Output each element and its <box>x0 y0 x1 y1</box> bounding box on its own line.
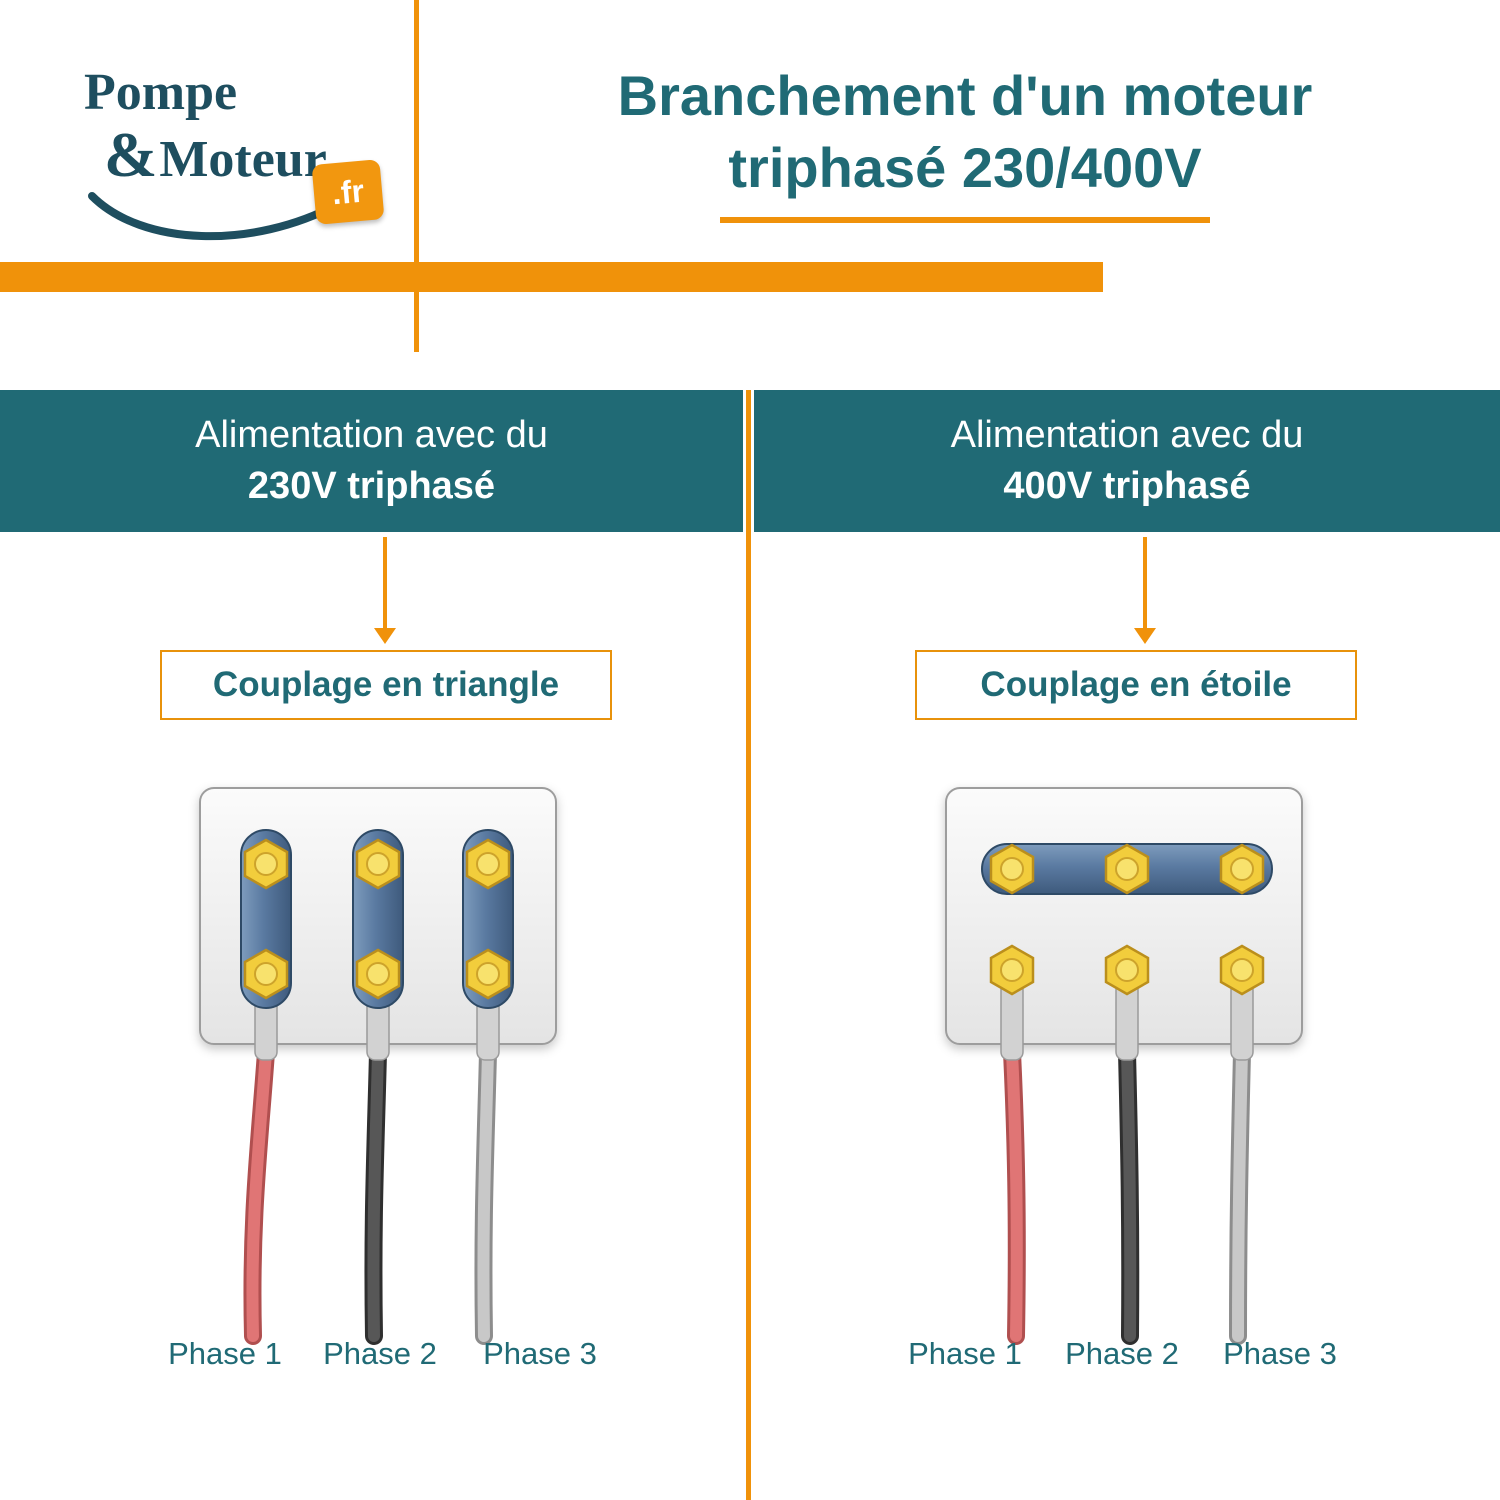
header-400v-line1: Alimentation avec du <box>950 414 1304 456</box>
logo-ampersand: & <box>104 118 158 190</box>
logo-fr-badge: .fr <box>311 159 385 225</box>
title-line2: triphasé 230/400V <box>720 132 1210 224</box>
phase-label-3-400v: Phase 3 <box>1223 1336 1337 1371</box>
phase-label-2-400v: Phase 2 <box>1065 1336 1179 1371</box>
phase-label-1-400v: Phase 1 <box>908 1336 1022 1371</box>
header-230v-line1: Alimentation avec du <box>195 414 548 456</box>
phase-label-2-230v: Phase 2 <box>323 1336 437 1371</box>
terminal-illustration-etoile <box>945 787 1303 1345</box>
logo-word-moteur: Moteur <box>159 130 327 188</box>
coupling-box-triangle: Couplage en triangle <box>160 650 612 720</box>
wires-230v <box>243 1043 497 1345</box>
header-230v-line2: 230V triphasé <box>247 465 496 507</box>
panel-230v-header: Alimentation avec du 230V triphasé <box>0 390 743 532</box>
phase-label-3-230v: Phase 3 <box>483 1336 597 1371</box>
orange-accent-bar <box>0 262 1103 292</box>
header-400v-line2: 400V triphasé <box>1003 465 1251 507</box>
center-divider-line <box>746 390 751 1500</box>
logo-word-pompe: Pompe <box>84 64 238 121</box>
terminal-illustration-triangle <box>199 787 557 1345</box>
down-arrow-icon-230v <box>383 537 387 629</box>
page-title: Branchement d'un moteur triphasé 230/400… <box>430 60 1500 224</box>
phase-label-1-230v: Phase 1 <box>168 1336 282 1371</box>
brand-logo: Pompe & Moteur .fr <box>80 64 470 246</box>
coupling-box-etoile: Couplage en étoile <box>915 650 1357 720</box>
wire-ferrules-400v <box>1000 981 1254 1061</box>
logo-swoosh-icon <box>88 192 342 241</box>
down-arrow-icon-400v <box>1143 537 1147 629</box>
wires-400v <box>1003 1043 1251 1345</box>
title-line1: Branchement d'un moteur <box>617 64 1313 127</box>
panel-400v-header: Alimentation avec du 400V triphasé <box>754 390 1500 532</box>
top-divider-line <box>414 0 419 352</box>
logo-line2: & Moteur <box>104 118 470 190</box>
